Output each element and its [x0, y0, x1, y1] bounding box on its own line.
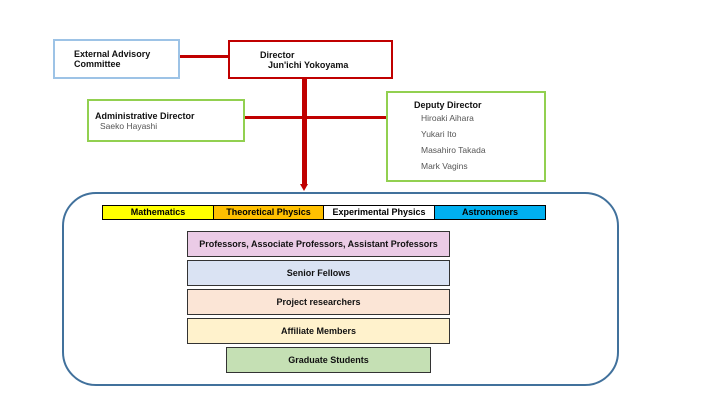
deputy-name: Hiroaki Aihara	[421, 113, 474, 123]
members-senior-fellows: Senior Fellows	[187, 260, 450, 286]
admin-name: Saeko Hayashi	[100, 121, 158, 131]
members-affiliate: Affiliate Members	[187, 318, 450, 344]
external-advisory-box: External Advisory Committee	[53, 39, 180, 79]
members-professors: Professors, Associate Professors, Assist…	[187, 231, 450, 257]
connector-admin-deputy	[245, 116, 386, 119]
dept-mathematics: Mathematics	[102, 205, 214, 220]
connector-external-director	[180, 55, 228, 58]
director-name: Jun'ichi Yokoyama	[268, 60, 349, 70]
members-graduate-students: Graduate Students	[226, 347, 431, 373]
external-title: External Advisory	[74, 49, 151, 59]
dept-experimental-physics: Experimental Physics	[323, 205, 435, 220]
external-title-2: Committee	[74, 59, 121, 69]
deputy-director-box: Deputy Director Hiroaki Aihara Yukari It…	[386, 91, 546, 182]
arrow-head-icon	[300, 184, 308, 191]
dept-theoretical-physics: Theoretical Physics	[213, 205, 324, 220]
members-project-researchers: Project researchers	[187, 289, 450, 315]
connector-main-vertical	[302, 78, 307, 184]
director-title: Director	[260, 50, 295, 60]
director-box: Director Jun'ichi Yokoyama	[228, 40, 393, 79]
admin-title: Administrative Director	[95, 111, 195, 121]
institute-container	[62, 192, 619, 386]
deputy-name: Yukari Ito	[421, 129, 457, 139]
deputy-title: Deputy Director	[414, 100, 482, 110]
deputy-name: Masahiro Takada	[421, 145, 486, 155]
admin-director-box: Administrative Director Saeko Hayashi	[87, 99, 245, 142]
dept-astronomers: Astronomers	[434, 205, 546, 220]
deputy-name: Mark Vagins	[421, 161, 468, 171]
